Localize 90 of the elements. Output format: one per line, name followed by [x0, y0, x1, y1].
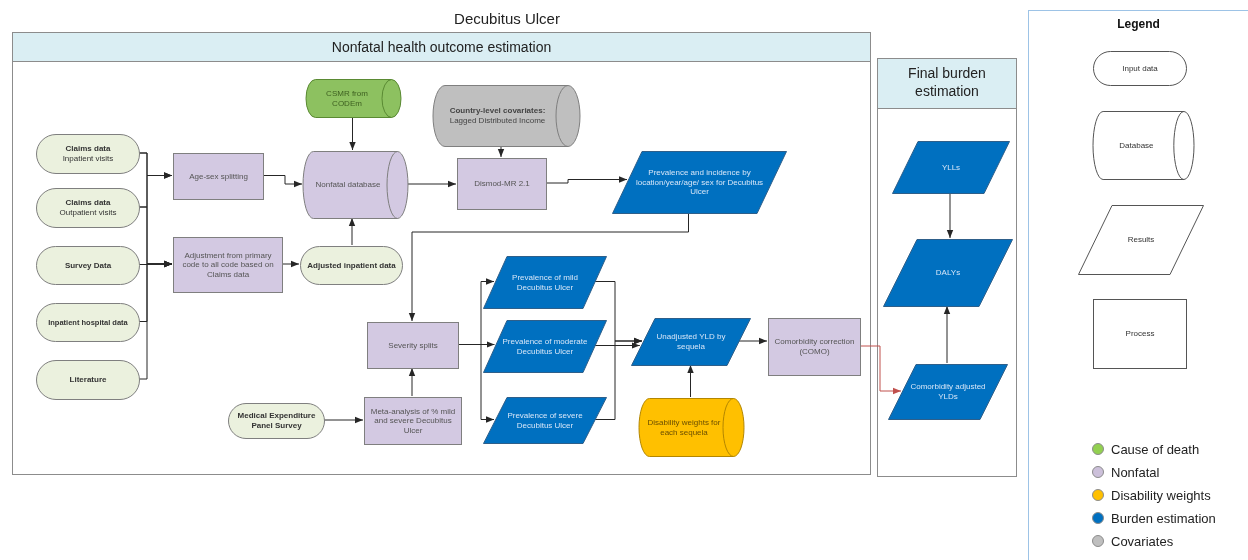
arrow	[859, 345, 902, 395]
node-heading: Country-level covariates:	[449, 106, 546, 116]
node-heading: Claims data	[65, 198, 111, 208]
arrow	[943, 305, 951, 364]
node-label: Inpatient visits	[62, 154, 114, 164]
process-box	[768, 318, 861, 376]
database-cylinder	[639, 398, 744, 457]
node-label: Dismod-MR 2.1	[474, 179, 530, 189]
arrow	[281, 260, 300, 268]
node-label: Prevalence of moderate Decubitus Ulcer	[501, 336, 589, 357]
legend-label: Disability weights	[1111, 487, 1211, 503]
process-box	[1093, 299, 1187, 369]
panel-heading: Final burden estimation	[878, 59, 1016, 109]
diagram-title: Decubitus Ulcer	[453, 10, 561, 27]
input-data-pill	[1093, 51, 1187, 86]
legend-label: Burden estimation	[1111, 510, 1216, 526]
node-label: Adjustment from primary code to all code based on Claims data	[181, 250, 275, 280]
database-cylinder	[1093, 111, 1194, 180]
input-data-pill	[36, 303, 140, 342]
result-parallelogram	[883, 239, 1013, 307]
node-label: Prevalence and incidence by location/year/age/ sex for Decubitus Ulcer	[634, 168, 765, 197]
arrow	[262, 175, 303, 188]
node-label: Lagged Distributed Income	[449, 116, 546, 126]
node-label: Process	[1125, 329, 1155, 339]
node-label: Medical Expenditure Panel Survey	[236, 411, 317, 431]
legend-panel	[1028, 10, 1248, 560]
arrow	[545, 176, 628, 184]
node-label: Results	[1127, 235, 1155, 245]
result-parallelogram	[483, 256, 607, 309]
process-box	[173, 237, 283, 293]
process-box	[173, 153, 264, 200]
node-label: Severity splits	[388, 340, 438, 351]
node-label: Age-sex splitting	[189, 171, 248, 182]
arrow	[323, 416, 364, 424]
arrow	[946, 192, 954, 239]
node-label: Adjusted inpatient data	[307, 260, 396, 271]
result-parallelogram	[631, 318, 751, 366]
node-label: Nonfatal database	[315, 180, 381, 190]
node-label: Disability weights for each sequela	[647, 417, 721, 438]
node-label: Meta-analysis of % mild and severe Decubitus Ulcer	[369, 406, 457, 436]
process-box	[457, 158, 547, 210]
input-data-pill	[300, 246, 403, 285]
result-parallelogram	[888, 364, 1008, 420]
node-label: Comorbidity adjusted YLDs	[909, 382, 987, 402]
arrow	[349, 116, 356, 151]
node-label: CSMR from CODEm	[325, 88, 369, 109]
arrow	[593, 337, 643, 420]
panel-heading: Nonfatal health outcome estimation	[13, 33, 870, 62]
input-data-pill	[36, 360, 140, 400]
node-heading: Claims data	[65, 144, 111, 154]
legend-label: Nonfatal	[1111, 464, 1160, 480]
legend-label: Covariates	[1111, 533, 1174, 549]
arrow	[497, 145, 505, 158]
input-data-pill	[228, 403, 325, 439]
input-data-pill	[36, 134, 140, 174]
input-data-pill	[36, 188, 140, 228]
legend-label: Cause of death	[1111, 441, 1200, 457]
node-label: Input data	[1122, 63, 1158, 74]
result-parallelogram	[483, 320, 607, 373]
process-box	[367, 322, 459, 369]
result-parallelogram	[892, 141, 1010, 194]
panel	[877, 58, 1017, 477]
arrow	[408, 367, 416, 397]
database-cylinder	[433, 85, 580, 147]
node-label: Database	[1119, 140, 1154, 151]
legend-heading: Legend	[1117, 17, 1160, 31]
node-label: YLLs	[941, 162, 961, 173]
node-label: Literature	[69, 375, 107, 385]
input-data-pill	[36, 246, 140, 285]
panel	[12, 32, 871, 475]
arrow	[593, 342, 641, 349]
node-label: Comorbidity correction (COMO)	[773, 337, 856, 357]
arrow	[408, 212, 689, 322]
arrow	[138, 260, 173, 380]
database-cylinder	[303, 151, 408, 219]
arrow	[406, 180, 457, 188]
result-parallelogram	[1078, 205, 1204, 275]
process-box	[364, 397, 462, 445]
node-label: Survey Data	[64, 260, 112, 271]
result-parallelogram	[612, 151, 787, 214]
node-label: DALYs	[935, 268, 961, 278]
node-label: Outpatient visits	[59, 208, 117, 218]
node-label: Prevalence of mild Decubitus Ulcer	[511, 272, 579, 293]
node-label: Prevalence of severe Decubitus Ulcer	[506, 410, 584, 431]
arrow	[348, 217, 356, 246]
database-cylinder	[306, 79, 401, 118]
node-label: Unadjusted YLD by sequela	[655, 332, 727, 352]
arrow	[737, 337, 768, 345]
arrow	[687, 364, 694, 398]
result-parallelogram	[483, 397, 607, 444]
